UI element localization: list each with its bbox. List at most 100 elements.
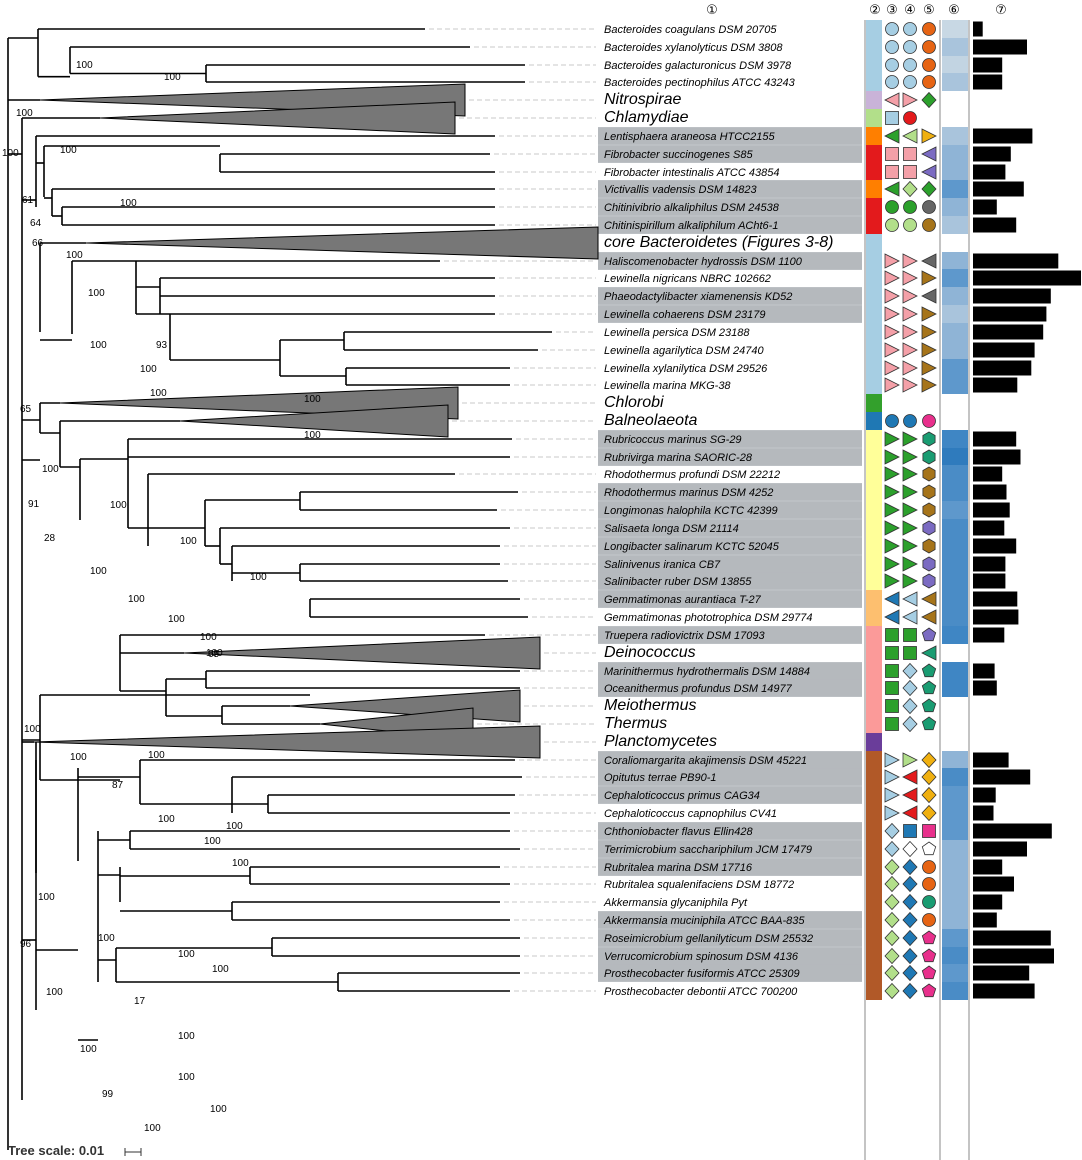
symbol-diamond	[921, 180, 937, 198]
symbol-diamond	[884, 858, 900, 876]
symbol-triangle-right	[884, 752, 900, 768]
bootstrap-value: 100	[140, 364, 157, 375]
label-highlight	[598, 127, 862, 145]
taxon-label: Terrimicrobium sacchariphilum JCM 17479	[604, 844, 812, 856]
data-bar	[973, 181, 1024, 197]
data-bar	[973, 538, 1017, 554]
clade-label: Meiothermus	[604, 697, 696, 714]
symbol-triangle-left	[921, 253, 937, 269]
heat-cell	[942, 501, 968, 519]
label-highlight	[598, 430, 862, 448]
symbol-square	[903, 628, 917, 642]
taxon-label: Longibacter salinarum KCTC 52045	[604, 541, 780, 553]
bootstrap-value: 100	[120, 198, 137, 209]
label-highlight	[598, 768, 862, 786]
data-bar	[973, 21, 983, 37]
symbol-triangle-right	[902, 520, 918, 536]
tree-scale: Tree scale: 0.01	[8, 1143, 142, 1158]
symbol-triangle-right	[921, 360, 937, 376]
symbol-pentagon	[921, 680, 937, 695]
symbol-diamond	[884, 822, 900, 840]
bootstrap-value: 91	[28, 499, 40, 510]
symbol-triangle-right	[902, 324, 918, 340]
bootstrap-value: 65	[20, 404, 32, 415]
label-highlight	[598, 572, 862, 590]
heat-cell	[942, 430, 968, 448]
bootstrap-value: 100	[250, 572, 267, 583]
taxon-label: Akkermansia muciniphila ATCC BAA-835	[603, 915, 805, 927]
label-highlight	[598, 305, 862, 323]
symbol-triangle-right	[884, 253, 900, 269]
taxon-label: Victivallis vadensis DSM 14823	[604, 184, 758, 196]
leader-lines	[429, 28, 596, 992]
taxon-label: Chthoniobacter flavus Ellin428	[604, 826, 753, 838]
column-header: ①	[706, 3, 718, 18]
label-highlight	[598, 590, 862, 608]
symbol-triangle-right	[884, 306, 900, 322]
taxon-label: Lentisphaera araneosa HTCC2155	[604, 131, 775, 143]
symbol-triangle-right	[884, 787, 900, 803]
heat-cell	[942, 982, 968, 1000]
symbol-square	[885, 147, 899, 161]
data-bar	[973, 146, 1011, 162]
column-header: ⑦	[995, 3, 1007, 18]
symbol-triangle-right	[884, 377, 900, 393]
taxon-label: Akkermansia glycaniphila Pyt	[603, 897, 748, 909]
label-highlight	[598, 448, 862, 466]
data-bar	[973, 983, 1035, 999]
symbol-diamond	[921, 91, 937, 109]
taxon-label: Lewinella cohaerens DSM 23179	[604, 309, 765, 321]
symbol-hexagon	[922, 520, 936, 536]
heat-cell	[942, 519, 968, 537]
label-highlight	[598, 858, 862, 876]
label-highlight	[598, 679, 862, 697]
bootstrap-value: 100	[204, 836, 221, 847]
data-bar	[973, 948, 1054, 964]
symbol-circle	[903, 75, 917, 89]
symbol-diamond	[902, 982, 918, 1000]
bootstrap-value: 100	[46, 987, 63, 998]
label-highlight	[598, 822, 862, 840]
taxon-label: Cephaloticoccus capnophilus CV41	[604, 808, 777, 820]
data-bar	[973, 965, 1030, 981]
data-bar	[973, 39, 1027, 55]
taxon-label: Bacteroides galacturonicus DSM 3978	[604, 60, 792, 72]
heat-cell	[942, 537, 968, 555]
label-highlight	[598, 751, 862, 769]
bootstrap-value: 61	[22, 195, 34, 206]
data-bar	[973, 324, 1044, 340]
phylum-block	[866, 751, 882, 1000]
heat-cell	[942, 572, 968, 590]
heat-cell	[942, 964, 968, 982]
symbol-triangle-left	[902, 805, 918, 821]
column-header: ④	[904, 3, 916, 18]
collapsed-clade	[99, 101, 456, 135]
heat-cell	[942, 483, 968, 501]
data-bar	[973, 823, 1052, 839]
symbol-hexagon	[922, 556, 936, 572]
tree-scale-label: Tree scale: 0.01	[8, 1143, 104, 1158]
data-bar	[973, 680, 997, 696]
column-header: ②	[869, 3, 881, 18]
taxon-label: Oceanithermus profundus DSM 14977	[604, 683, 793, 695]
symbol-triangle-right	[884, 538, 900, 554]
taxon-label: Salisaeta longa DSM 21114	[604, 523, 739, 535]
label-highlight	[598, 537, 862, 555]
column-header: ③	[886, 3, 898, 18]
clade-label: Deinococcus	[604, 644, 696, 661]
heat-cell	[942, 875, 968, 893]
symbol-circle	[903, 58, 917, 72]
taxon-label: Coraliomargarita akajimensis DSM 45221	[604, 755, 807, 767]
symbol-hexagon	[922, 431, 936, 447]
column-header: ⑥	[948, 3, 960, 18]
symbol-circle	[922, 200, 936, 214]
bootstrap-value: 100	[232, 858, 249, 869]
symbol-circle	[922, 860, 936, 874]
taxon-label: Prosthecobacter debontii ATCC 700200	[604, 986, 798, 998]
data-bar	[973, 627, 1005, 643]
taxon-label: Rhodothermus profundi DSM 22212	[604, 469, 780, 481]
clade-label: core Bacteroidetes (Figures 3-8)	[604, 234, 833, 251]
symbol-diamond	[884, 875, 900, 893]
symbol-triangle-right	[902, 270, 918, 286]
